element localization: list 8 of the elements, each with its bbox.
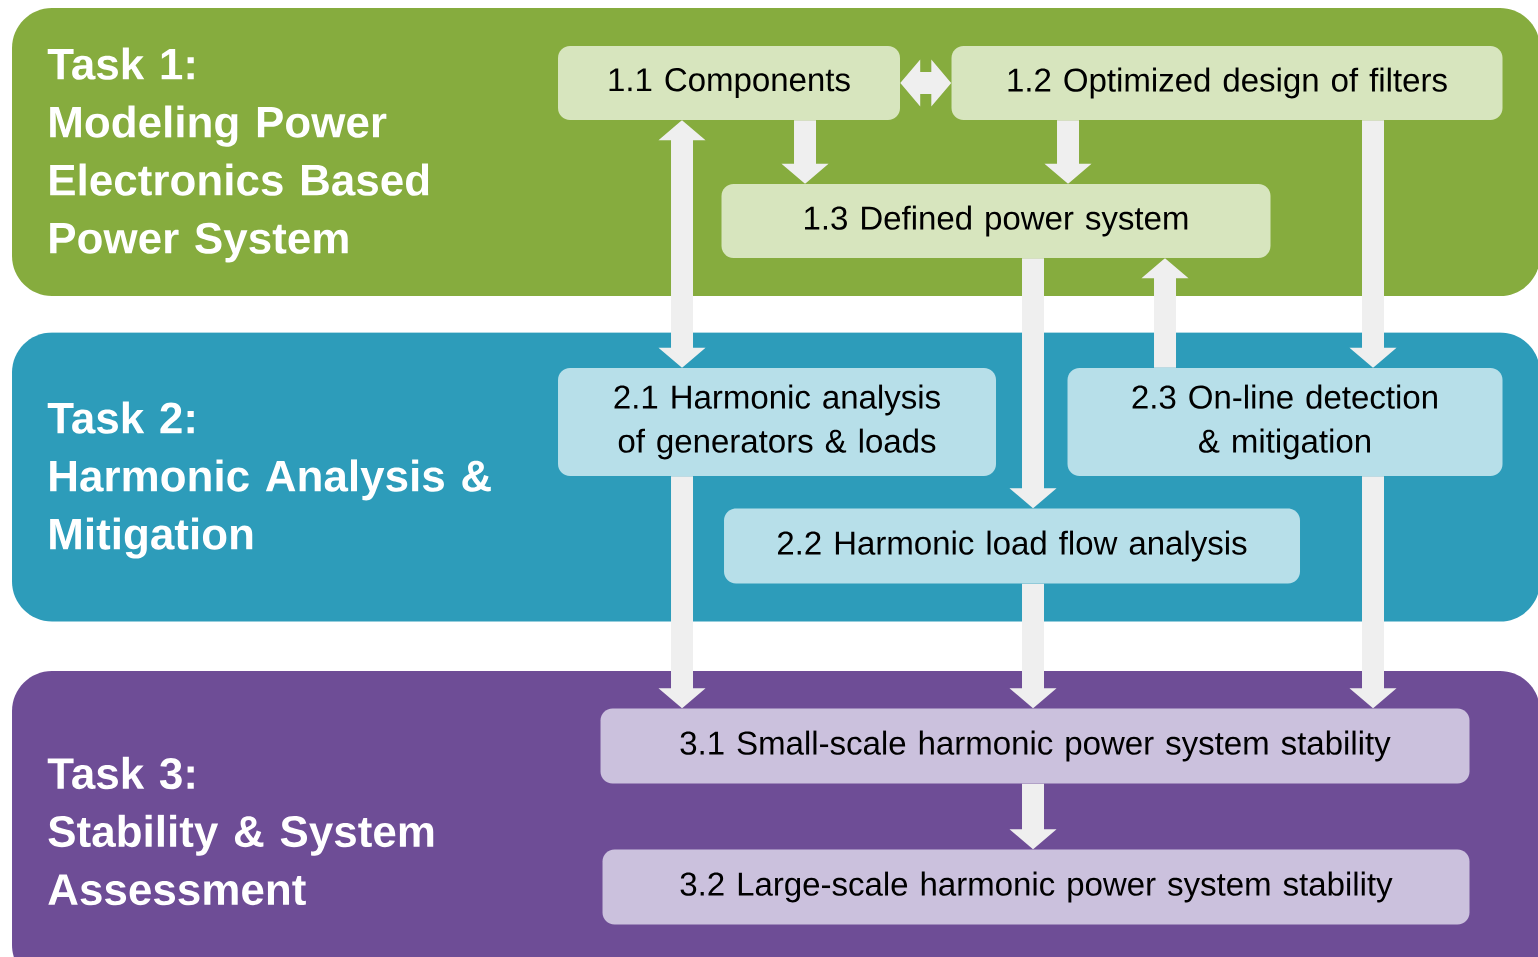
task-box: 1.2 Optimized design of filters <box>951 46 1503 120</box>
task-box: 3.2 Large-scale harmonic power system stability <box>602 849 1470 925</box>
task-box: 3.1 Small-scale harmonic power system stability <box>600 708 1470 784</box>
task-box: 2.2 Harmonic load flow analysis <box>724 508 1300 584</box>
task-box: 2.1 Harmonic analysis of generators & loads <box>558 368 996 476</box>
task-box: 1.3 Defined power system <box>721 184 1271 258</box>
task-box: 1.1 Components <box>558 46 900 120</box>
task-box: 2.3 On-line detection & mitigation <box>1067 368 1503 476</box>
